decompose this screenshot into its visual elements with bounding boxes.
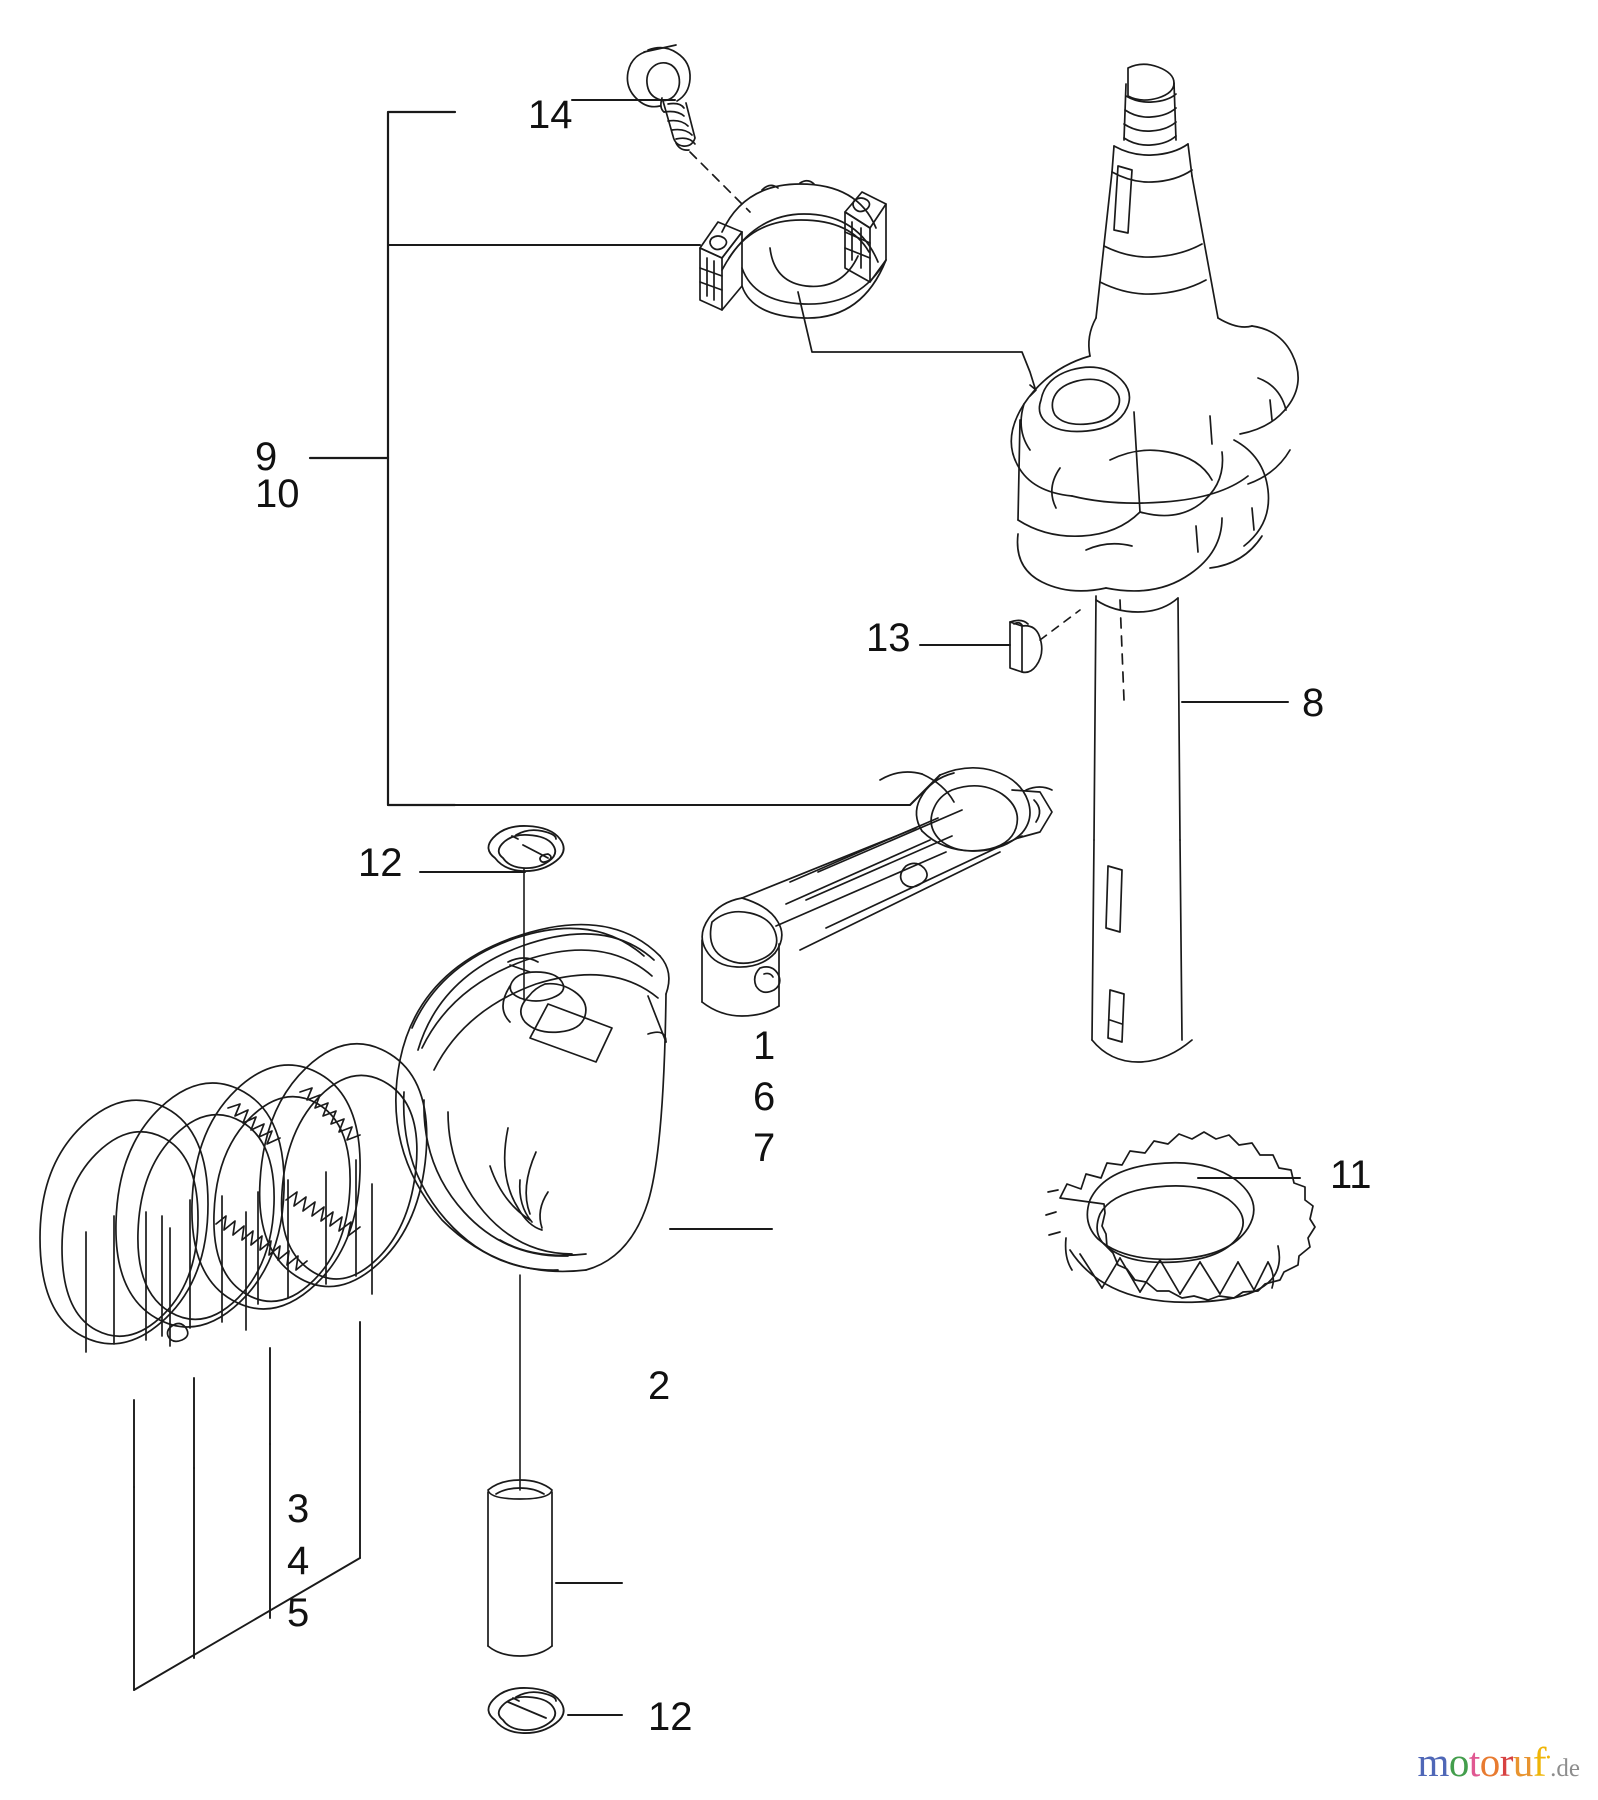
leader-3-4-5 xyxy=(133,1321,361,1691)
watermark-letter: m xyxy=(1417,1739,1449,1785)
leader-key-to-slot xyxy=(1039,609,1081,641)
leader-cap-to-journal xyxy=(797,291,1037,397)
woodruff-key xyxy=(1009,619,1043,674)
callout-2: 2 xyxy=(648,1364,671,1408)
watermark-dot-icon: • xyxy=(1546,1749,1551,1765)
connecting-rod-cap xyxy=(699,179,887,319)
callout-6: 6 xyxy=(753,1075,776,1119)
watermark-letter: t xyxy=(1468,1739,1480,1785)
callout-4: 4 xyxy=(287,1539,310,1583)
callout-12-bottom: 12 xyxy=(648,1695,693,1739)
callout-12-top: 12 xyxy=(358,841,403,885)
callout-13: 13 xyxy=(866,616,911,660)
piston-pin xyxy=(487,1479,553,1657)
watermark-letter: r xyxy=(1499,1739,1514,1785)
site-watermark: motoruf•.de xyxy=(1417,1738,1580,1786)
watermark-suffix: .de xyxy=(1550,1755,1580,1782)
crankshaft xyxy=(1010,63,1299,1063)
piston-pin-retaining-ring-top xyxy=(487,825,565,872)
connecting-rod-cap-bolt xyxy=(626,44,751,213)
watermark-letter: o xyxy=(1479,1739,1501,1785)
callout-7: 7 xyxy=(753,1126,776,1170)
leader-rod xyxy=(387,774,941,806)
piston-pin-retaining-ring-bottom xyxy=(487,1687,565,1734)
watermark-letter: o xyxy=(1448,1739,1470,1785)
callout-5: 5 xyxy=(287,1591,310,1635)
piston xyxy=(395,923,670,1273)
crankshaft-timing-gear xyxy=(1045,1131,1316,1304)
piston-ring-second-compression xyxy=(115,1082,285,1337)
callout-10: 10 xyxy=(255,472,300,516)
connecting-rod xyxy=(701,766,1053,1017)
watermark-letter: f xyxy=(1532,1739,1547,1785)
callout-14: 14 xyxy=(528,93,573,137)
piston-ring-top-compression xyxy=(191,1064,361,1310)
callout-8: 8 xyxy=(1302,681,1325,725)
callout-1: 1 xyxy=(753,1024,776,1068)
watermark-letter: u xyxy=(1512,1739,1534,1785)
callout-11: 11 xyxy=(1330,1153,1372,1197)
callout-3: 3 xyxy=(287,1487,310,1531)
piston-ring-expander-rear xyxy=(258,1042,428,1295)
piston-ring-oil-control xyxy=(39,1099,209,1353)
callout-9: 9 xyxy=(255,435,278,479)
bracket-9-10 xyxy=(308,110,457,807)
